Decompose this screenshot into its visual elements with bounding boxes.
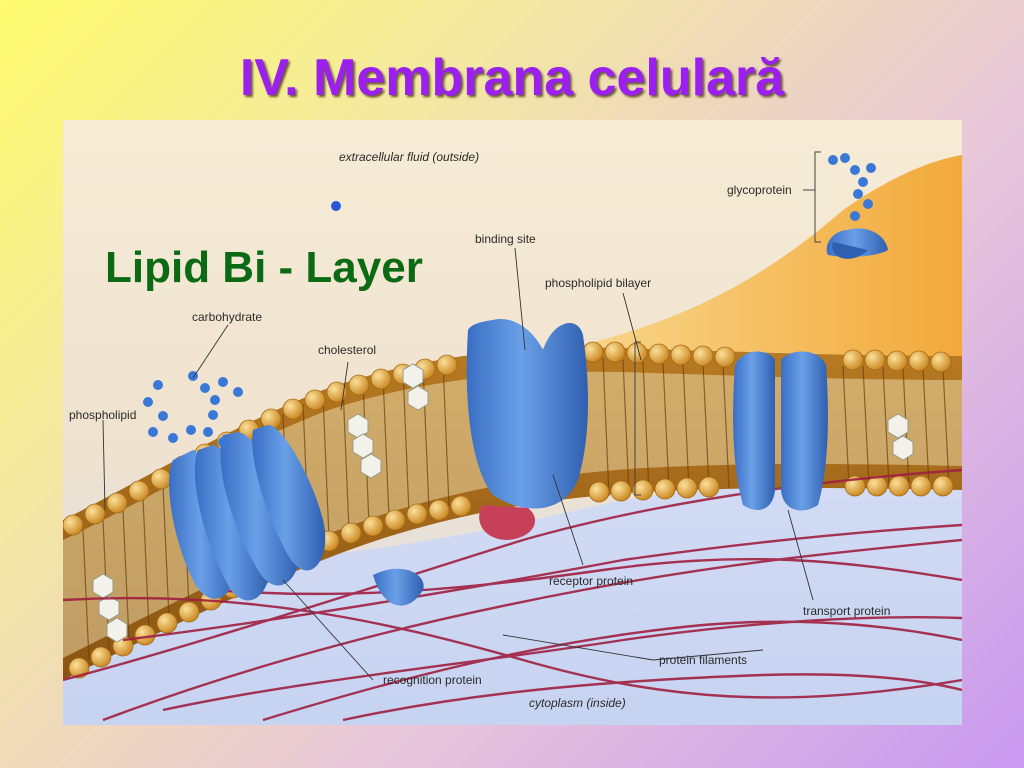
protein-filaments-network (63, 468, 962, 722)
label-phospholipid-bilayer: phospholipid bilayer (545, 276, 652, 290)
glycoprotein-bracket (814, 151, 821, 243)
bilayer-bracket (634, 341, 641, 496)
recognition-protein-shape (169, 425, 326, 601)
transport-protein-shape (733, 351, 828, 511)
label-cholesterol: cholesterol (318, 343, 377, 357)
label-receptor-protein: receptor protein (549, 574, 634, 588)
cytoplasm-background (63, 450, 962, 725)
label-binding-site: binding site (475, 232, 536, 246)
label-extracellular-fluid: extracellular fluid (outside) (339, 150, 480, 164)
label-carbohydrate: carbohydrate (192, 310, 263, 324)
glycoprotein-shape (826, 153, 888, 259)
phospholipid-heads-inner (68, 475, 954, 679)
label-recognition-protein: recognition protein (383, 673, 482, 687)
label-protein-filaments: protein filaments (659, 653, 748, 667)
slide-title: IV. Membrana celulară (239, 49, 785, 107)
label-transport-protein: transport protein (803, 604, 891, 618)
callout-leaders (102, 189, 815, 681)
label-cytoplasm: cytoplasm (inside) (529, 696, 626, 710)
cholesterol-molecules (92, 363, 914, 643)
membrane-illustration (63, 120, 962, 725)
label-glycoprotein: glycoprotein (727, 183, 792, 197)
label-phospholipid: phospholipid (69, 408, 137, 422)
cell-membrane-diagram: extracellular fluid (outside) glycoprote… (63, 120, 962, 725)
lipid-bilayer-heading: Lipid Bi - Layer (105, 243, 423, 292)
blue-dot (331, 201, 341, 211)
carbohydrate-chain (143, 371, 243, 447)
peripheral-protein (373, 568, 424, 606)
receptor-protein-shape (466, 319, 588, 540)
